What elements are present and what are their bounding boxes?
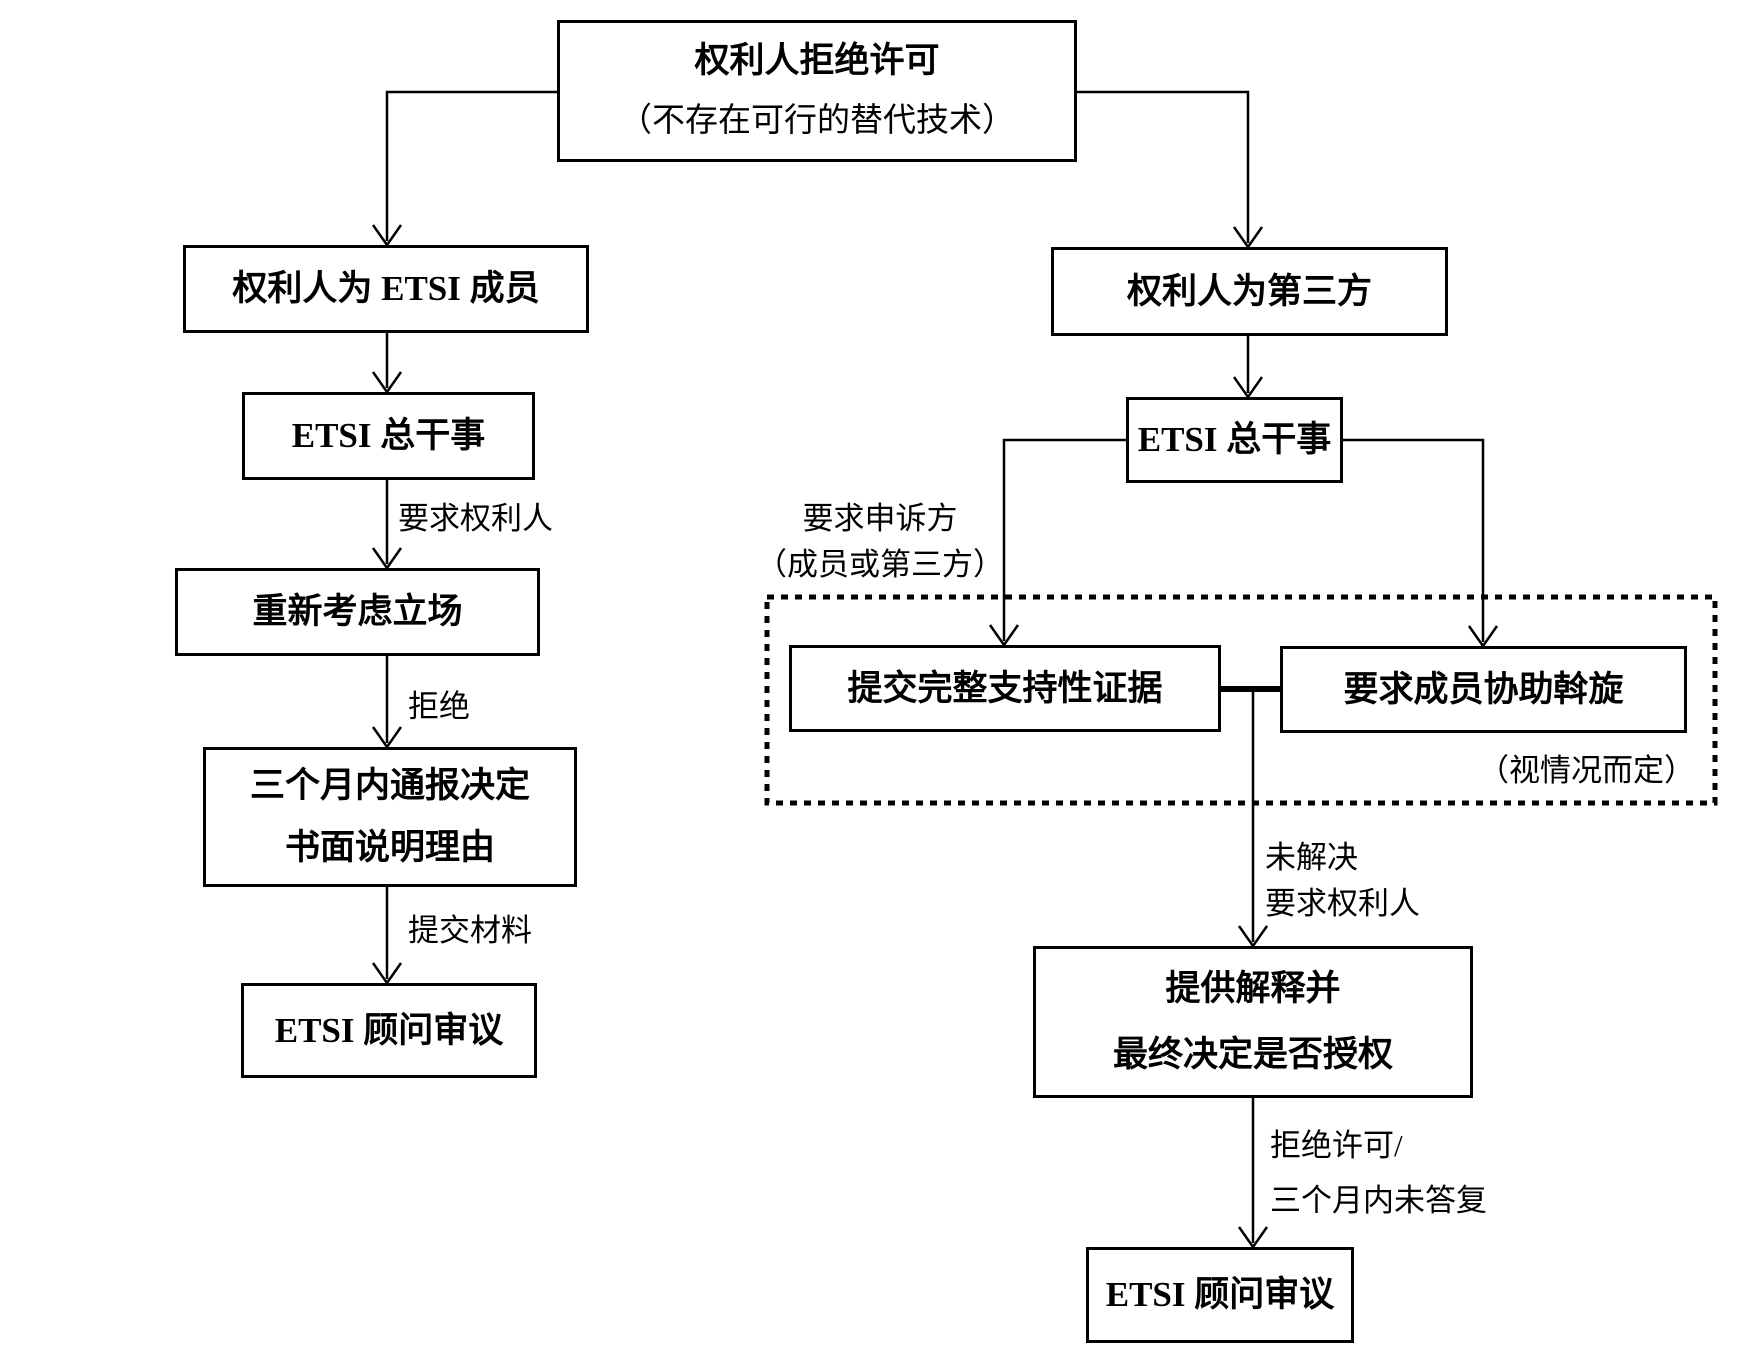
node-etsi-director-general-right: ETSI 总干事 (1126, 397, 1343, 483)
edge-label-appellant-line2: （成员或第三方） (756, 547, 1004, 582)
connector-dg-to-evidence (1002, 438, 1126, 641)
dotted-group-border (764, 594, 1718, 806)
node-etsi-board-review-left: ETSI 顾问审议 (241, 983, 537, 1078)
node-rights-holder-refuses-line1: 权利人拒绝许可 (694, 41, 940, 80)
node-notify-decision-line1: 三个月内通报决定 (249, 766, 530, 805)
edge-label-refuse: 拒绝 (408, 689, 470, 724)
node-submit-evidence: 提交完整支持性证据 (789, 645, 1221, 732)
edge-label-refuse-license: 拒绝许可/ 三个月内未答复 (1270, 1118, 1487, 1228)
node-rights-holder-refuses-line2: （不存在可行的替代技术） (619, 103, 1015, 139)
edge-label-unresolved-line1: 未解决 (1265, 840, 1358, 875)
edge-label-unresolved: 未解决 要求权利人 (1265, 835, 1420, 927)
node-provide-explanation-line2: 最终决定是否授权 (1112, 1035, 1393, 1074)
edge-label-appellant-line1: 要求申诉方 (802, 501, 958, 536)
node-notify-decision: 三个月内通报决定 书面说明理由 (203, 747, 577, 887)
edge-label-unresolved-line2: 要求权利人 (1265, 886, 1420, 921)
connector-root-to-member (385, 90, 557, 241)
node-notify-decision-line2: 书面说明理由 (284, 828, 495, 867)
edge-label-appellant: 要求申诉方 （成员或第三方） (730, 496, 1030, 588)
node-reconsider-position: 重新考虑立场 (175, 568, 540, 656)
connector-dg-to-mediation (1343, 438, 1485, 642)
node-rights-holder-refuses: 权利人拒绝许可 （不存在可行的替代技术） (557, 20, 1077, 162)
edge-label-case-by-case: （视情况而定） (1478, 753, 1695, 788)
edge-label-refuse-license-line2: 三个月内未答复 (1270, 1183, 1487, 1218)
node-etsi-director-general-left: ETSI 总干事 (242, 392, 535, 480)
edge-label-request-holder: 要求权利人 (398, 501, 553, 536)
node-etsi-board-review-right: ETSI 顾问审议 (1086, 1247, 1354, 1343)
edge-label-submit-materials: 提交材料 (408, 913, 532, 948)
node-provide-explanation: 提供解释并 最终决定是否授权 (1033, 946, 1473, 1098)
node-holder-third-party: 权利人为第三方 (1051, 247, 1448, 336)
node-holder-etsi-member: 权利人为 ETSI 成员 (183, 245, 589, 333)
node-provide-explanation-line1: 提供解释并 (1165, 969, 1341, 1008)
edge-label-refuse-license-line1: 拒绝许可/ (1270, 1128, 1403, 1163)
connector-root-to-third-party (1077, 90, 1250, 243)
node-request-member-mediation: 要求成员协助斡旋 (1280, 646, 1687, 733)
